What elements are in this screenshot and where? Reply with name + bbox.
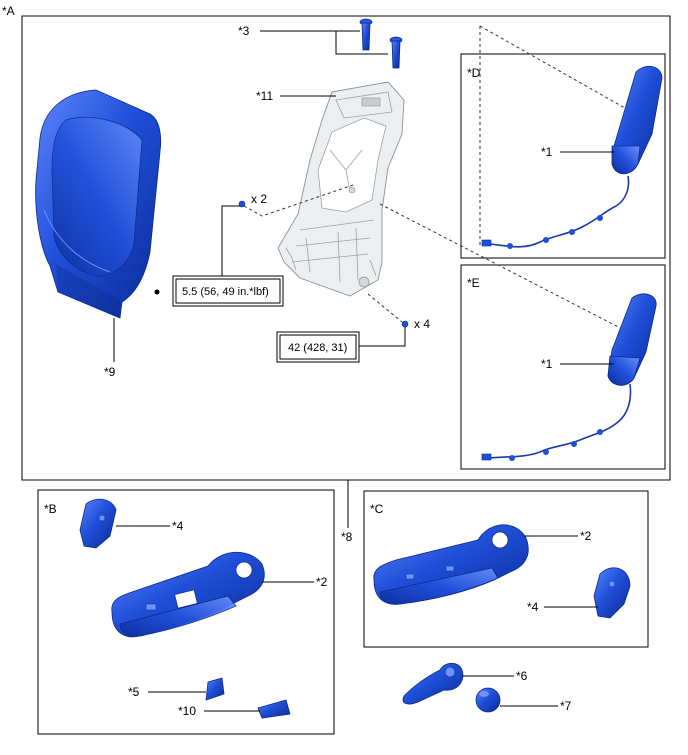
- label-part-7: *7: [560, 699, 572, 713]
- torque-dot-marker: [154, 289, 160, 295]
- label-part-1-e: *1: [541, 357, 553, 371]
- side-airbag-part-e: [481, 293, 657, 461]
- side-shield-part-2-c: [373, 524, 529, 605]
- side-shield-part-2-b: [111, 551, 265, 638]
- fastener-3-b: [389, 36, 403, 69]
- projection-e: [379, 203, 629, 333]
- lever-part-6: [402, 662, 464, 705]
- side-airbag-part-d: [481, 65, 663, 249]
- frame-d: [460, 53, 666, 259]
- bolt-qty-upper: x 2: [251, 192, 267, 206]
- label-c: *C: [370, 502, 384, 516]
- label-part-8: *8: [341, 530, 353, 544]
- torque-spec-lower: 42 (428, 31): [288, 342, 347, 354]
- label-part-5: *5: [128, 685, 140, 699]
- frame-c: [363, 490, 649, 648]
- seatback-cover-part: [35, 89, 162, 319]
- label-part-6: *6: [516, 669, 528, 683]
- label-part-4-c: *4: [527, 600, 539, 614]
- label-e: *E: [467, 276, 480, 290]
- label-d: *D: [467, 66, 481, 80]
- frame-e: [460, 264, 666, 470]
- cover-part-10: [257, 699, 291, 719]
- label-b: *B: [44, 502, 57, 516]
- label-part-10: *10: [178, 704, 196, 718]
- projection-d-top: [479, 25, 633, 113]
- label-part-3: *3: [238, 24, 250, 38]
- label-part-2-b: *2: [316, 575, 328, 589]
- leader-torque-lower: [357, 327, 406, 347]
- frame-b: [37, 489, 335, 735]
- cover-part-4-b: [79, 498, 117, 549]
- torque-box-lower: 42 (428, 31): [276, 331, 360, 363]
- leader-torque-upper: [221, 205, 240, 276]
- label-part-2-c: *2: [580, 529, 592, 543]
- label-part-4-b: *4: [172, 519, 184, 533]
- label-part-9: *9: [104, 365, 116, 379]
- fastener-3-a: [359, 18, 373, 51]
- knob-part-7: [475, 687, 501, 713]
- label-a: *A: [2, 4, 15, 18]
- bolt-marker-lower: [401, 320, 409, 328]
- torque-spec-upper: 5.5 (56, 49 in.*lbf): [182, 286, 269, 298]
- bolt-marker-upper: [238, 200, 246, 208]
- cover-part-5: [205, 677, 225, 701]
- label-part-1-d: *1: [541, 145, 553, 159]
- leader-3: [260, 30, 388, 55]
- label-part-11: *11: [256, 89, 273, 103]
- cover-part-4-c: [593, 567, 631, 619]
- frame-a: [21, 15, 671, 481]
- torque-box-upper: 5.5 (56, 49 in.*lbf): [172, 275, 284, 307]
- bolt-qty-lower: x 4: [414, 317, 430, 331]
